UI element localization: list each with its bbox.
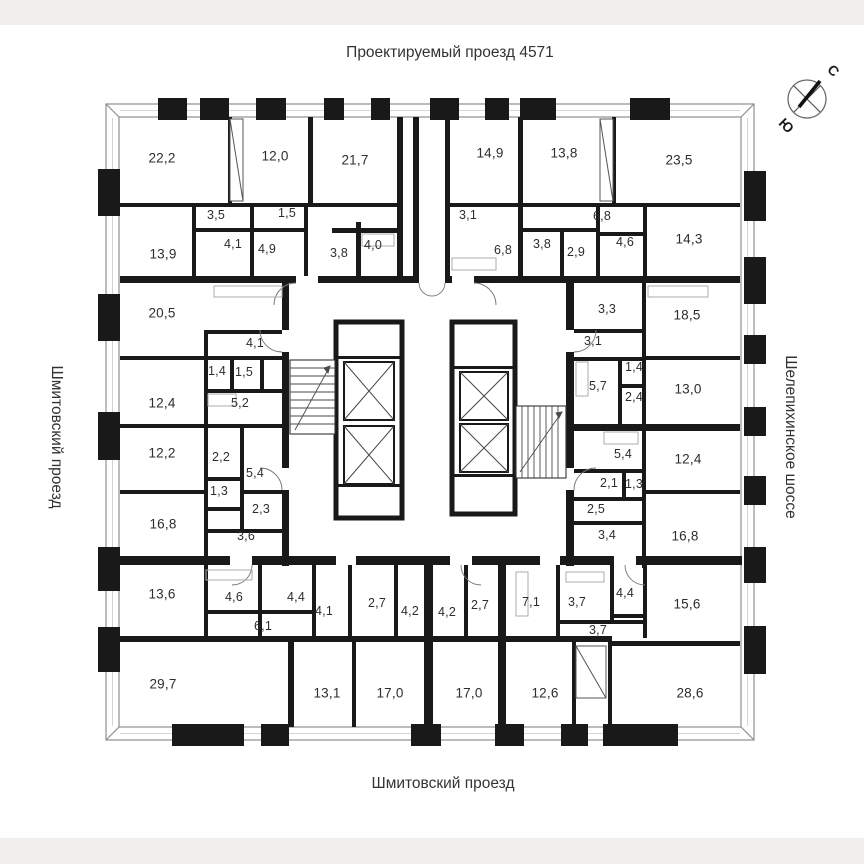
door-swing-arcs <box>231 282 646 586</box>
street-label-bottom: Шмитовский проезд <box>371 775 514 792</box>
street-label-right: Шелепихинское шоссе <box>782 355 799 518</box>
perimeter-piers <box>98 98 766 746</box>
compass-south-label: Ю <box>776 115 798 137</box>
page-top-strip <box>0 0 864 25</box>
staircase-left <box>289 359 336 435</box>
fixtures <box>205 233 709 617</box>
elevator-x-marks <box>343 361 395 485</box>
page-bottom-strip <box>0 838 864 864</box>
compass-needle <box>797 79 822 109</box>
interior-walls <box>120 117 742 727</box>
street-label-left: Шмитовский проезд <box>48 365 65 508</box>
compass-north-label: С <box>824 61 842 79</box>
staircase-right <box>515 405 567 479</box>
elevator-core-left <box>333 319 405 521</box>
street-label-top: Проектируемый проезд 4571 <box>346 44 554 61</box>
door-openings <box>230 276 636 565</box>
utility-ducts <box>229 118 614 699</box>
elevator-core-right <box>449 319 518 517</box>
compass-rose: С Ю <box>776 61 843 136</box>
